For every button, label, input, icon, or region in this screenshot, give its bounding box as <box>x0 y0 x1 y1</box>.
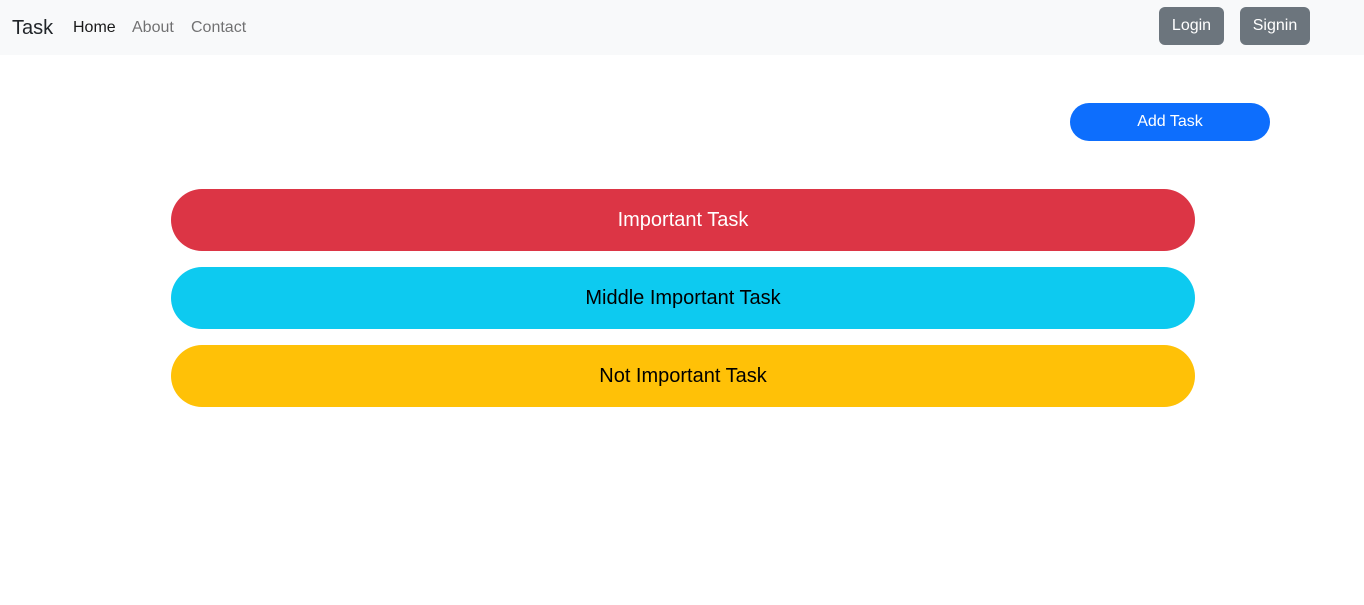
nav-link-about[interactable]: About <box>132 19 174 36</box>
navbar: Task Home About Contact Login Signin <box>0 0 1364 55</box>
nav-link-contact[interactable]: Contact <box>191 19 247 36</box>
middle-important-task-button[interactable]: Middle Important Task <box>171 267 1195 329</box>
navbar-brand[interactable]: Task <box>12 17 54 39</box>
add-task-button[interactable]: Add Task <box>1070 103 1270 141</box>
signin-button[interactable]: Signin <box>1240 7 1310 45</box>
important-task-button[interactable]: Important Task <box>171 189 1195 251</box>
login-button[interactable]: Login <box>1159 7 1224 45</box>
not-important-task-button[interactable]: Not Important Task <box>171 345 1195 407</box>
nav-link-home[interactable]: Home <box>73 19 116 36</box>
